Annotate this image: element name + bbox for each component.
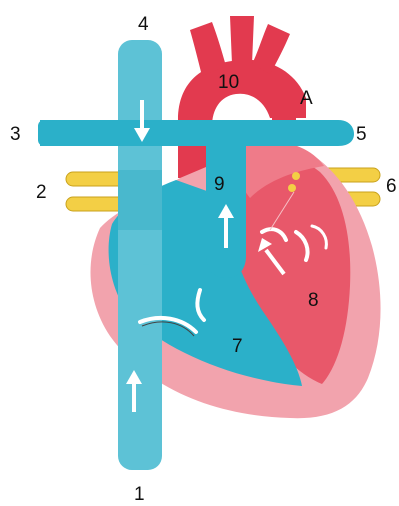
label-7: 7	[232, 336, 243, 357]
label-2: 2	[36, 182, 47, 203]
aorta-branch-middle	[230, 16, 254, 64]
node-dot-1	[292, 172, 300, 180]
label-10: 10	[218, 72, 239, 93]
aorta-branch-right	[252, 24, 290, 74]
pulmonary-artery	[206, 128, 246, 278]
label-8: 8	[308, 290, 319, 311]
aorta-branch-left	[190, 22, 226, 76]
vena-cava-shade	[118, 170, 162, 230]
pulmonary-vessel	[40, 120, 354, 146]
label-6: 6	[386, 176, 397, 197]
label-1: 1	[134, 484, 145, 505]
label-a: A	[300, 88, 313, 109]
pulmonary-vessel-left-cap	[38, 120, 58, 146]
node-dot-2	[288, 184, 296, 192]
atrium-opening	[130, 264, 162, 296]
label-3: 3	[10, 124, 21, 145]
label-5: 5	[356, 124, 367, 145]
label-9: 9	[214, 174, 225, 195]
label-4: 4	[138, 14, 149, 35]
